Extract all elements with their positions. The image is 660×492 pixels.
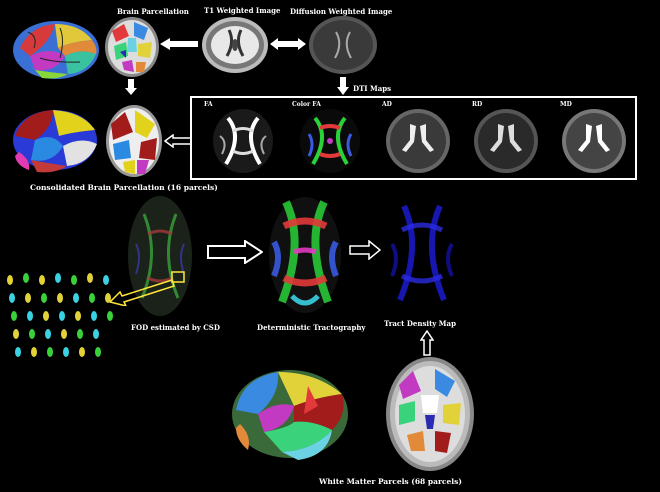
t1-weighted-image [202,17,268,73]
ad-map-image [386,109,450,173]
wm-parcels-axial-image [386,357,474,471]
md-map-image [562,109,626,173]
label-dti-maps: DTI Maps [353,84,392,93]
dti-label-ad: AD [382,101,392,108]
arrow-down-icon [337,77,349,95]
wm-parcels-3d-image [232,370,348,460]
zoom-arrow-icon [108,279,175,306]
dti-maps-panel: FA Color FA AD RD MD [190,96,637,180]
consolidated-axial-image [106,105,162,177]
label-deterministic-tractography: Deterministic Tractography [257,323,366,332]
outline-arrow-left-icon [164,134,192,148]
brain-parcellation-axial-image [105,17,159,77]
arrow-down-icon [125,79,137,95]
outline-arrow-right-icon [207,240,263,264]
outline-arrow-right-icon [349,240,381,260]
label-tract-density-map: Tract Density Map [384,319,456,328]
dti-label-fa: FA [204,101,213,108]
color-fa-map-image [300,109,360,173]
label-wm-parcels: White Matter Parcels (68 parcels) [319,477,462,486]
fa-map-image [213,109,273,173]
brain-3d-parcellation-image [13,21,99,79]
tract-density-map-image [390,204,454,302]
label-t1-weighted: T1 Weighted Image [204,6,281,15]
fod-glyphs-zoom-image [7,273,113,357]
fod-csd-image [128,196,192,316]
label-diffusion-weighted: Diffusion Weighted Image [290,7,393,16]
dti-label-color-fa: Color FA [292,101,321,108]
rd-map-image [474,109,538,173]
double-arrow-icon [270,38,306,50]
label-fod-csd: FOD estimated by CSD [131,323,220,332]
outline-arrow-up-icon [420,330,434,356]
consolidated-3d-brain-image [13,110,97,173]
dti-label-rd: RD [472,101,483,108]
arrow-left-icon [160,38,198,50]
tractography-image [269,197,341,313]
dti-label-md: MD [560,101,572,108]
label-consolidated-parcellation: Consolidated Brain Parcellation (16 parc… [30,183,218,192]
label-brain-parcellation: Brain Parcellation [117,7,189,16]
diffusion-weighted-image [309,16,377,74]
